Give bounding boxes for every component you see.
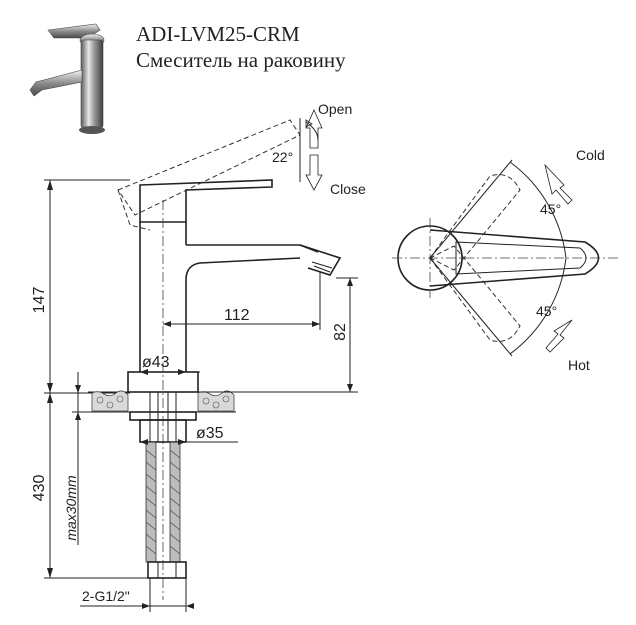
tilt-angle-label: 22°: [272, 149, 293, 165]
mount-diameter-dimension: ø35: [140, 425, 238, 445]
height-430-dimension: 430: [31, 392, 150, 579]
hot-label: Hot: [568, 357, 590, 373]
height-147-dimension: 147: [31, 179, 130, 393]
mount-diameter-label: ø35: [196, 425, 224, 442]
max-thickness-dimension: max30mm: [63, 372, 95, 545]
product-photo: [29, 23, 105, 134]
model-code: ADI-LVM25-CRM: [136, 22, 300, 46]
spout-reach-dimension: 112: [163, 272, 321, 330]
spout-height-dimension: 82: [200, 277, 358, 393]
hose-thread-label: 2-G1/2": [82, 588, 130, 604]
lever-open-outline: [117, 119, 301, 231]
cold-label: Cold: [576, 147, 605, 163]
open-label: Open: [318, 101, 352, 117]
lever-motion-indicator: Open Close 22°: [272, 101, 366, 197]
top-view-drawing: Cold Hot 45° 45°: [392, 147, 620, 373]
product-description: Смеситель на раковину: [136, 48, 346, 72]
height-below-label: 430: [31, 475, 48, 502]
spout-height-label: 82: [332, 323, 349, 341]
lever-closed: [139, 179, 273, 223]
max-thickness-label: max30mm: [63, 475, 79, 541]
height-above-label: 147: [31, 287, 48, 314]
hot-angle-label: 45°: [536, 303, 557, 319]
close-label: Close: [330, 181, 366, 197]
faucet-body: [139, 200, 342, 600]
hose-thread-dimension: 2-G1/2": [80, 578, 194, 612]
spout-reach-label: 112: [224, 307, 250, 324]
body-diameter-label: ø43: [142, 354, 170, 371]
deck-mount: [88, 371, 236, 443]
body-diameter-dimension: ø43: [128, 354, 200, 375]
cold-angle-label: 45°: [540, 201, 561, 217]
braided-hoses: [145, 441, 187, 579]
